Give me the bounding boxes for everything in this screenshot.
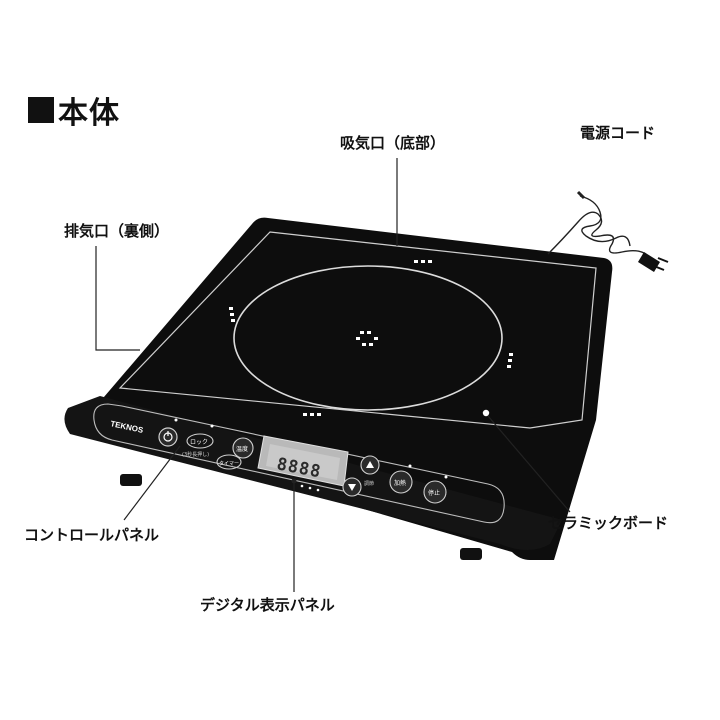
label-ceramic-board: セラミックボード	[548, 514, 669, 532]
lock-button-label: ロック	[190, 439, 208, 446]
leader-display-dot	[291, 478, 297, 484]
section-heading: 本体	[28, 88, 120, 132]
center-marker	[356, 331, 378, 346]
power-cord	[547, 190, 649, 257]
guide-dots-left	[229, 307, 235, 322]
up-button[interactable]	[360, 455, 380, 475]
triangle-up-icon	[366, 461, 374, 468]
temperature-button-label: 温度	[236, 445, 248, 453]
ceramic-board-pointer-dot	[482, 409, 490, 417]
panel-indicator-led-2	[210, 424, 214, 428]
cancel-button-label: 停止	[428, 489, 440, 497]
panel-indicator-led	[174, 418, 178, 422]
guide-dots-right	[507, 353, 513, 368]
ceramic-board-outline	[118, 231, 597, 429]
lock-button[interactable]: ロック	[186, 433, 214, 449]
control-panel-outline	[93, 403, 505, 524]
power-button[interactable]	[158, 427, 178, 447]
leader-control-panel	[123, 445, 181, 521]
display-indicator-dots	[300, 484, 320, 492]
label-power-cord: 電源コード	[580, 124, 656, 142]
foot-left	[120, 474, 142, 486]
heat-button-label: 加熱	[394, 479, 406, 487]
foot-right	[460, 548, 482, 560]
label-control-panel: コントロールパネル	[24, 526, 160, 544]
label-intake: 吸気口（底部）	[340, 134, 446, 152]
label-exhaust: 排気口（裏側）	[64, 222, 170, 240]
triangle-down-icon	[348, 484, 356, 491]
section-heading-text: 本体	[58, 96, 120, 131]
heat-indicator-led	[408, 464, 412, 468]
cancel-indicator-led	[444, 475, 448, 479]
leader-exhaust	[95, 246, 140, 351]
timer-button[interactable]: タイマー	[216, 454, 242, 470]
cancel-button[interactable]: 停止	[423, 480, 447, 504]
heating-zone-circle	[233, 265, 503, 411]
leader-ceramic-board	[487, 415, 571, 513]
black-square-icon	[28, 97, 54, 123]
down-button[interactable]	[342, 477, 362, 497]
guide-dots-top	[414, 260, 432, 263]
heat-button[interactable]: 加熱	[389, 470, 413, 494]
guide-dots-bottom	[303, 413, 321, 416]
lock-hint: (3秒長押し)	[182, 451, 209, 458]
temperature-button[interactable]: 温度	[232, 437, 254, 459]
power-plug-icon	[638, 252, 669, 272]
adjust-label: 調節	[364, 480, 374, 487]
timer-button-label: タイマー	[219, 460, 239, 467]
label-digital-display: デジタル表示パネル	[200, 596, 335, 614]
leader-lines	[95, 158, 571, 592]
cooktop-body	[84, 217, 613, 560]
